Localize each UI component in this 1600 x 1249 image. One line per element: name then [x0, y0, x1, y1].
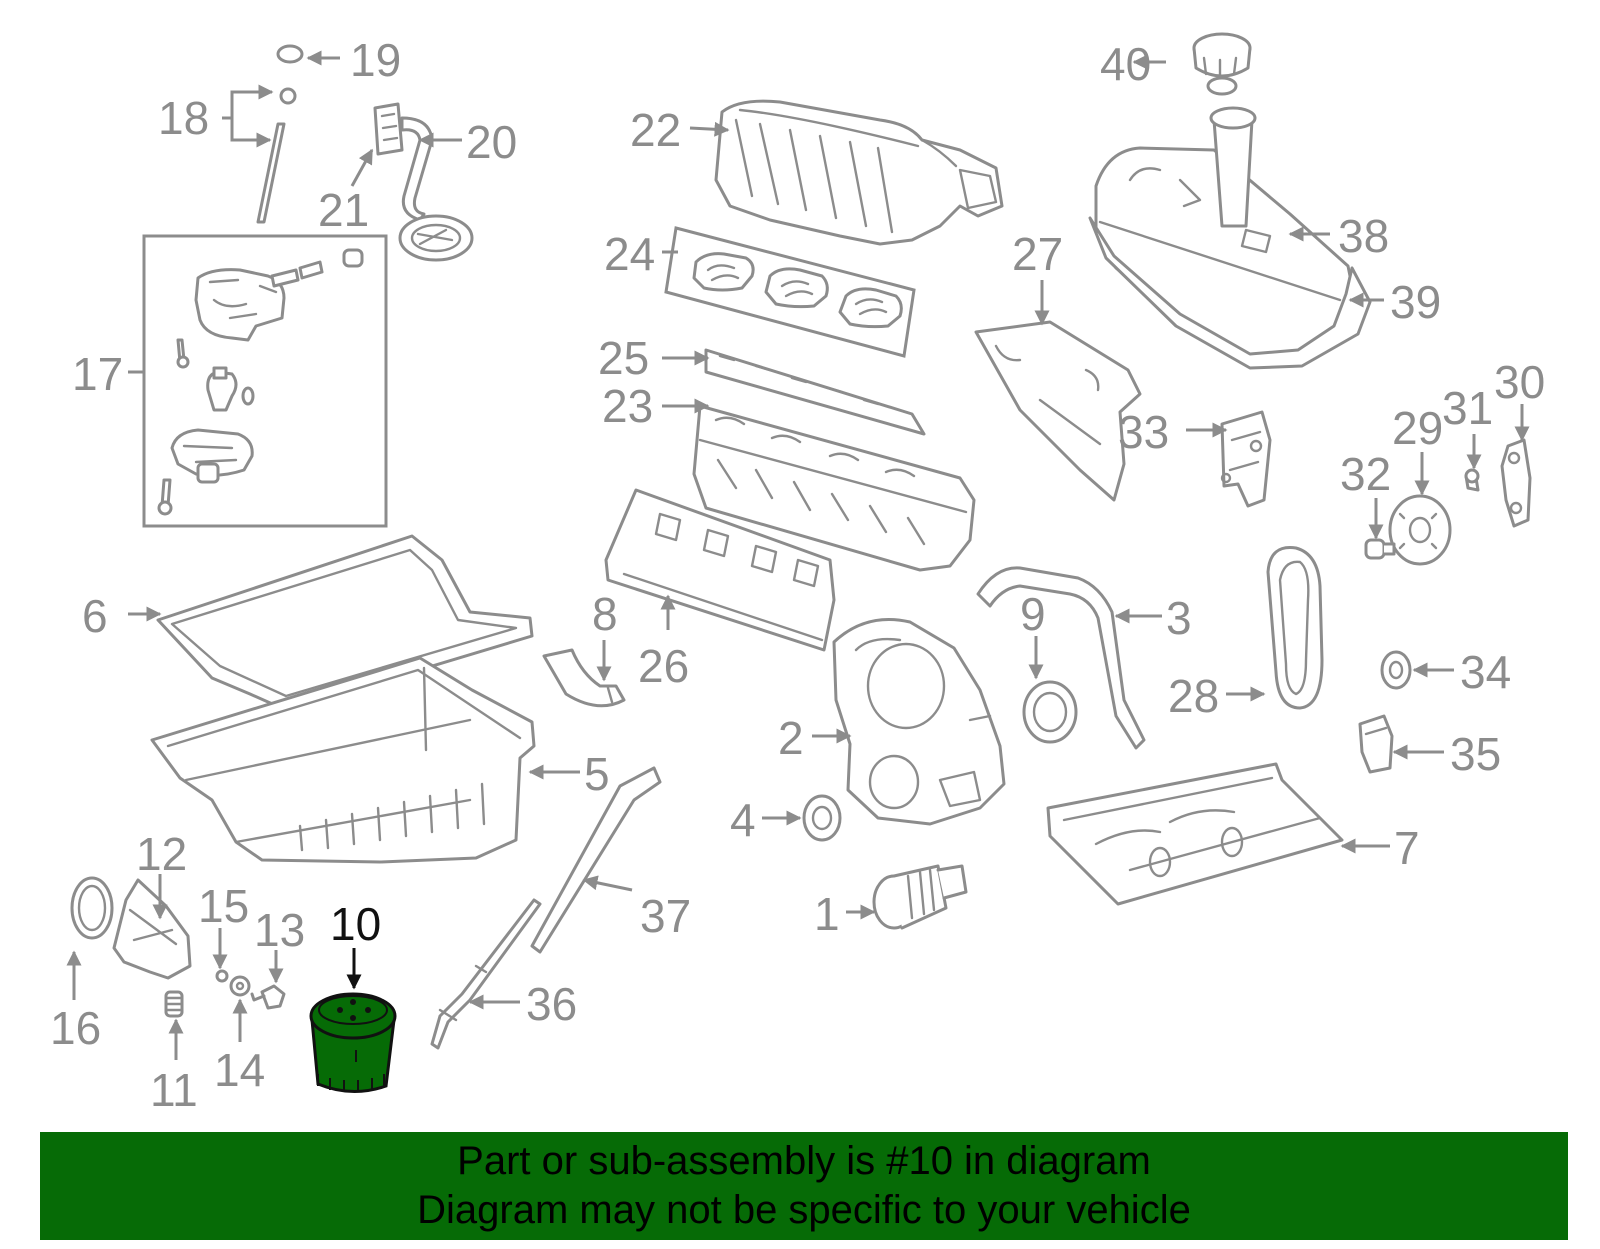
part-33-chain-guide	[1220, 410, 1272, 508]
part-9-front-seal	[1022, 680, 1078, 744]
callout-31: 31	[1442, 382, 1493, 434]
banner-line-part: Part or sub-assembly is #10 in diagram	[457, 1139, 1151, 1183]
part-14-washer	[229, 975, 251, 997]
callout-7: 7	[1394, 822, 1420, 874]
part-4-seal	[802, 794, 842, 842]
callout-3: 3	[1166, 592, 1192, 644]
part-10-oil-filter	[309, 992, 397, 1094]
callout-39: 39	[1390, 276, 1441, 328]
part-37-dipstick	[530, 766, 662, 954]
part-3-timing-cover-gasket	[976, 566, 1146, 750]
callout-19: 19	[350, 34, 401, 86]
part-26-head-gasket	[604, 488, 836, 652]
part-39-valve-cover-gasket	[1088, 216, 1372, 370]
part-11-plug	[164, 990, 184, 1018]
callout-20: 20	[466, 116, 517, 168]
callout-15: 15	[198, 880, 249, 932]
part-1-crank-gear	[872, 864, 968, 930]
part-29-sprocket	[1388, 494, 1452, 566]
part-19-o-ring	[276, 44, 304, 64]
callout-18: 18	[158, 92, 209, 144]
callout-8: 8	[592, 588, 618, 640]
callout-34: 34	[1460, 646, 1511, 698]
part-20-oil-pickup	[373, 102, 474, 262]
part-15-washer	[215, 969, 229, 983]
callout-2: 2	[778, 712, 804, 764]
callout-35: 35	[1450, 728, 1501, 780]
part-36-dipstick-tube	[430, 898, 542, 1050]
part-31-bolt	[1464, 468, 1480, 492]
part-18-dipstick-tube	[256, 87, 297, 224]
callout-36: 36	[526, 978, 577, 1030]
callout-38: 38	[1338, 210, 1389, 262]
callout-25: 25	[598, 332, 649, 384]
callout-37: 37	[640, 890, 691, 942]
part-35-tensioner	[1358, 714, 1394, 774]
callout-33: 33	[1118, 406, 1169, 458]
part-12-pickup-cover	[112, 878, 192, 980]
callout-13: 13	[254, 904, 305, 956]
callout-23: 23	[602, 380, 653, 432]
callout-30: 30	[1494, 356, 1545, 408]
part-24-gasket-set	[664, 226, 916, 358]
callout-14: 14	[214, 1044, 265, 1096]
banner-line-disclaimer: Diagram may not be specific to your vehi…	[417, 1188, 1191, 1232]
callout-4: 4	[730, 794, 756, 846]
leader-lines	[66, 50, 1530, 1060]
part-22-intake-manifold	[714, 99, 1004, 246]
part-28-timing-chain	[1266, 546, 1324, 710]
part-info-banner: Part or sub-assembly is #10 in diagram D…	[40, 1132, 1568, 1240]
callout-16: 16	[50, 1002, 101, 1054]
callout-6: 6	[82, 590, 108, 642]
callout-17: 17	[72, 348, 123, 400]
part-2-timing-cover	[832, 618, 1006, 826]
part-13-drain-bolt	[250, 984, 286, 1010]
part-34-seal	[1380, 650, 1412, 690]
part-30-tensioner	[1500, 438, 1532, 528]
callout-labels: 19 18 20 21 17 22 24 25 23 26 40 38 39 2…	[50, 34, 1545, 1116]
part-27-timing-cover-plate	[974, 320, 1142, 502]
callout-22: 22	[630, 104, 681, 156]
part-17-box	[142, 234, 388, 528]
callout-24: 24	[604, 228, 655, 280]
callout-40: 40	[1100, 38, 1151, 90]
part-40-filler-cap	[1192, 32, 1252, 96]
callout-1: 1	[814, 888, 840, 940]
callout-32: 32	[1340, 448, 1391, 500]
callout-27: 27	[1012, 228, 1063, 280]
callout-11: 11	[150, 1064, 198, 1116]
callout-9: 9	[1020, 588, 1046, 640]
part-5-oil-pan	[150, 656, 536, 864]
callout-12: 12	[136, 828, 187, 880]
part-7-windage-tray	[1046, 762, 1344, 906]
callout-28: 28	[1168, 670, 1219, 722]
callout-5: 5	[584, 748, 610, 800]
part-23-cylinder-head	[692, 404, 976, 572]
part-16-gasket	[70, 876, 114, 940]
part-8-bearing	[542, 648, 626, 708]
callout-21: 21	[318, 184, 369, 236]
part-6-oil-pan-gasket	[156, 534, 534, 712]
callout-29: 29	[1392, 402, 1443, 454]
callout-26: 26	[638, 640, 689, 692]
callout-10: 10	[330, 898, 381, 950]
part-38-valve-cover	[1094, 106, 1356, 358]
part-32-bolt	[1364, 538, 1396, 560]
